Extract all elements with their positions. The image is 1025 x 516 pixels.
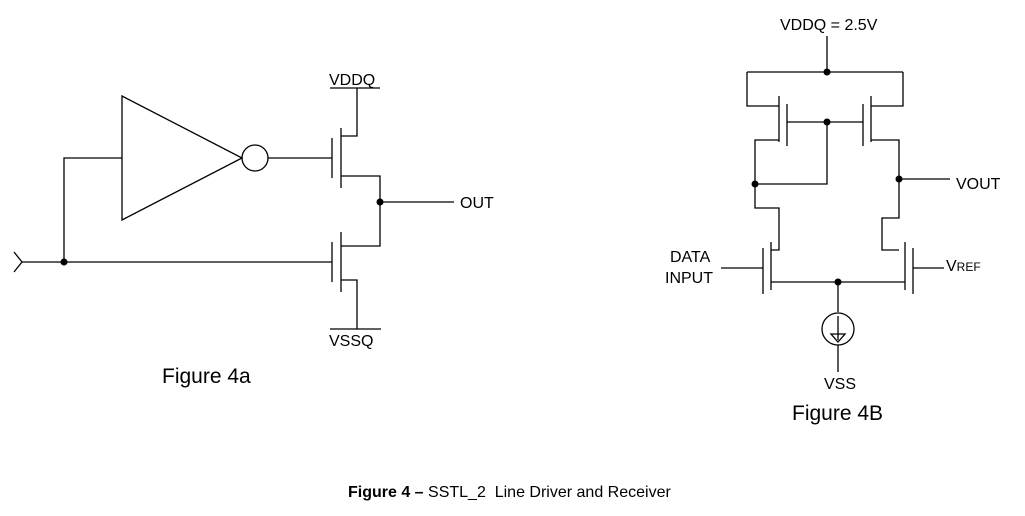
figure-4b-receiver: VDDQ = 2.5V VOUT — [665, 17, 1001, 425]
vss-label: VSS — [824, 376, 856, 393]
vddq-label-4a: VDDQ — [329, 72, 375, 89]
diode-connect-wire — [755, 122, 828, 185]
nmos-transistor — [331, 202, 381, 329]
data-input-label-line1: DATA — [670, 249, 711, 266]
vout-label: VOUT — [956, 176, 1001, 193]
inverter-triangle — [121, 94, 244, 222]
data-input-label-line2: INPUT — [665, 270, 713, 287]
pmos-transistor — [331, 88, 381, 202]
right-load-source-wire — [871, 72, 904, 107]
out-label: OUT — [460, 195, 494, 212]
inverter-bubble — [241, 144, 269, 172]
figure-title-number: Figure 4 – — [348, 484, 424, 501]
figure-4a-caption: Figure 4a — [162, 365, 251, 388]
vref-nmos — [904, 242, 944, 294]
inverter-input-wire — [63, 157, 122, 262]
input-arrow-icon — [13, 251, 23, 273]
vref-label: VREF — [946, 258, 981, 275]
data-input-nmos — [721, 240, 905, 294]
figure-title-text: SSTL_2 Line Driver and Receiver — [424, 484, 672, 501]
right-pmos-load — [862, 96, 900, 251]
vddq-label-4b: VDDQ = 2.5V — [780, 17, 878, 34]
left-load-source-wire — [746, 72, 779, 107]
vssq-label: VSSQ — [329, 333, 373, 350]
left-pmos-load — [754, 96, 788, 240]
figure-4b-caption: Figure 4B — [792, 402, 883, 425]
figure-title: Figure 4 – SSTL_2 Line Driver and Receiv… — [348, 484, 671, 501]
figure-4a-line-driver: VDDQ OUT VSSQ Figure 4a — [13, 72, 494, 388]
current-source-icon — [821, 312, 855, 346]
